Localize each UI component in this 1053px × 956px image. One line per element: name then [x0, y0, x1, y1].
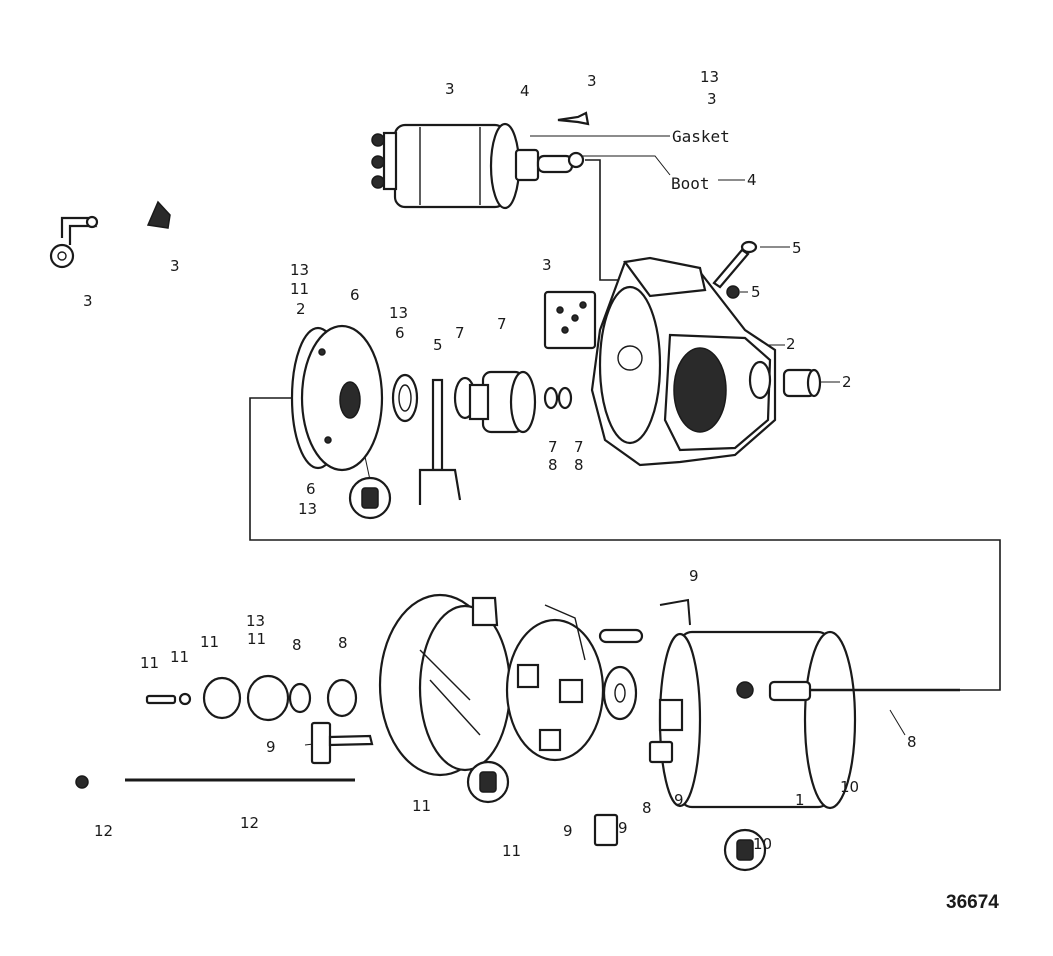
callout-bh-9: 9 [563, 822, 573, 840]
screw-washers [145, 674, 358, 722]
callout-sh2-11: 11 [247, 630, 266, 648]
bearing [391, 373, 419, 423]
end-plate [290, 324, 384, 472]
callout-arm-10: 10 [840, 778, 859, 796]
boot-label: Boot [671, 174, 710, 193]
terminal-stud [310, 721, 374, 765]
callout-br-9: 9 [618, 819, 628, 837]
callout-bush-2: 2 [842, 373, 852, 391]
callout-spr2-8: 8 [338, 634, 348, 652]
callout-clip-7b: 7 [574, 438, 584, 456]
brush-holder [471, 596, 605, 762]
callout-bear-6: 6 [395, 324, 405, 342]
callout-drive-7: 7 [497, 315, 507, 333]
field-brush [648, 740, 674, 764]
callout-sh2-13: 13 [246, 612, 265, 630]
field-lead [598, 598, 960, 702]
bolt-nut [75, 775, 89, 789]
callout-lead-9: 9 [689, 567, 699, 585]
callout-scr-11: 11 [140, 654, 159, 672]
callout-pin-3: 3 [587, 72, 597, 90]
shift-lever-link [49, 215, 99, 269]
field-frame [658, 630, 857, 810]
callout-thru-12: 12 [240, 814, 259, 832]
callout-spr1-8: 8 [292, 636, 302, 654]
retaining-clips [543, 386, 573, 410]
housing-nut [726, 285, 740, 299]
callout-bolt-5: 5 [792, 239, 802, 257]
callout-bush-6: 6 [306, 480, 316, 498]
figure-number: 36674 [946, 892, 999, 913]
callout-cap-11: 11 [412, 797, 431, 815]
pole-screw-detail [723, 828, 767, 872]
callout-arm-8: 8 [907, 733, 917, 751]
housing-bushing [782, 368, 822, 398]
callout-plate-2: 2 [296, 300, 306, 318]
nut-part [146, 200, 171, 229]
callout-nut-5: 5 [751, 283, 761, 301]
loose-brush [593, 813, 619, 847]
drive-housing [590, 256, 777, 467]
solenoid-pad [543, 290, 597, 350]
callout-fork-5: 5 [433, 336, 443, 354]
housing-bolt [712, 240, 758, 289]
callout-capbush-11: 11 [502, 842, 521, 860]
drive-pinion [468, 370, 537, 434]
callout-wash-11: 11 [170, 648, 189, 666]
thrust-washer [602, 665, 638, 721]
callout-plate-11: 11 [290, 280, 309, 298]
callout-frame-1: 1 [795, 791, 805, 809]
callout-bush-13: 13 [298, 500, 317, 518]
callout-term-9: 9 [266, 738, 276, 756]
callout-tr-3: 3 [707, 90, 717, 108]
solenoid-assembly [371, 122, 585, 210]
callout-clip-8b: 8 [574, 456, 584, 474]
callout-pad-3: 3 [542, 256, 552, 274]
callout-tr-13: 13 [700, 68, 719, 86]
plate-bushing-detail [348, 476, 392, 520]
callout-plate-13: 13 [290, 261, 309, 279]
shift-fork [418, 378, 462, 505]
callout-ring-7: 7 [455, 324, 465, 342]
callout-lever-3: 3 [83, 292, 93, 310]
callout-sol-3: 3 [445, 80, 455, 98]
commutator-end-cap [378, 593, 512, 777]
pin [557, 111, 590, 126]
callout-bear-13: 13 [389, 304, 408, 322]
callout-wsh-8: 8 [642, 799, 652, 817]
boot-ref-number: 4 [747, 171, 757, 189]
callout-sol-4: 4 [520, 82, 530, 100]
callout-clip-8a: 8 [548, 456, 558, 474]
cap-bushing-detail [466, 760, 510, 804]
callout-pole-10: 10 [753, 835, 772, 853]
callout-nut-3: 3 [170, 257, 180, 275]
callout-bnut-12: 12 [94, 822, 113, 840]
callout-labels: 3 4 3 13 3 3 3 3 5 5 2 2 13 11 2 6 13 6 … [83, 68, 999, 913]
callout-plate-6: 6 [350, 286, 360, 304]
gasket-label: Gasket [672, 127, 730, 146]
callout-clip-7a: 7 [548, 438, 558, 456]
callout-hsg-2: 2 [786, 335, 796, 353]
callout-sh1-11: 11 [200, 633, 219, 651]
callout-brush-9: 9 [674, 791, 684, 809]
